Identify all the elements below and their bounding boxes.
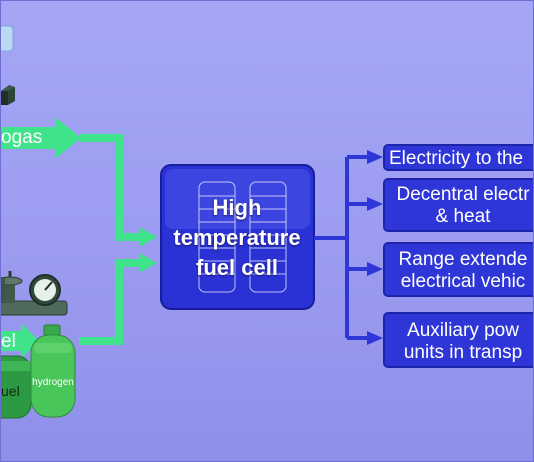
output-range-line2: electrical vehic <box>400 271 526 292</box>
biogas-arrow <box>1 117 81 159</box>
output-decentral-line1: Decentral electr <box>396 184 530 205</box>
output-auxiliary-line2: units in transp <box>403 342 523 363</box>
output-auxiliary-line1: Auxiliary pow <box>407 320 519 341</box>
output-electricity-grid-text: Electricity to the <box>389 148 524 169</box>
biogas-connector <box>79 134 141 241</box>
output-range-line1: Range extende <box>398 249 528 270</box>
biogas-label: ogas <box>1 128 43 148</box>
fuel-cell-stack-right <box>249 181 287 293</box>
fuel-cell-title-line2: temperature <box>173 225 301 250</box>
output-arrows <box>314 150 383 345</box>
output-decentral-line2: & heat <box>435 206 491 227</box>
hydrogen-tank-icon <box>30 324 76 418</box>
tank-fuel-label: uel <box>1 384 20 399</box>
pressure-gauge-icon <box>29 274 61 306</box>
container-icon <box>1 85 15 105</box>
fuel-arrow <box>1 323 39 359</box>
fuel-connector <box>79 259 141 345</box>
output-decentral-electricity-heat: Decentral electr & heat <box>383 178 533 232</box>
fuel-label: el <box>1 332 16 352</box>
output-range-extender: Range extende electrical vehic <box>383 242 533 297</box>
output-electricity-grid: Electricity to the <box>383 144 533 171</box>
corner-box <box>1 25 14 52</box>
fuel-cell-title-line3: fuel cell <box>196 255 278 280</box>
hydrogen-label: hydrogen <box>32 378 74 388</box>
fuel-cell-stack-left <box>198 181 236 293</box>
output-auxiliary-power: Auxiliary pow units in transp <box>383 312 533 368</box>
fuel-cell-title: High temperature fuel cell <box>161 193 313 283</box>
input-arrows <box>1 117 157 359</box>
fuel-cell-box <box>160 164 315 310</box>
fuel-cell-title-line1: High <box>212 195 262 220</box>
